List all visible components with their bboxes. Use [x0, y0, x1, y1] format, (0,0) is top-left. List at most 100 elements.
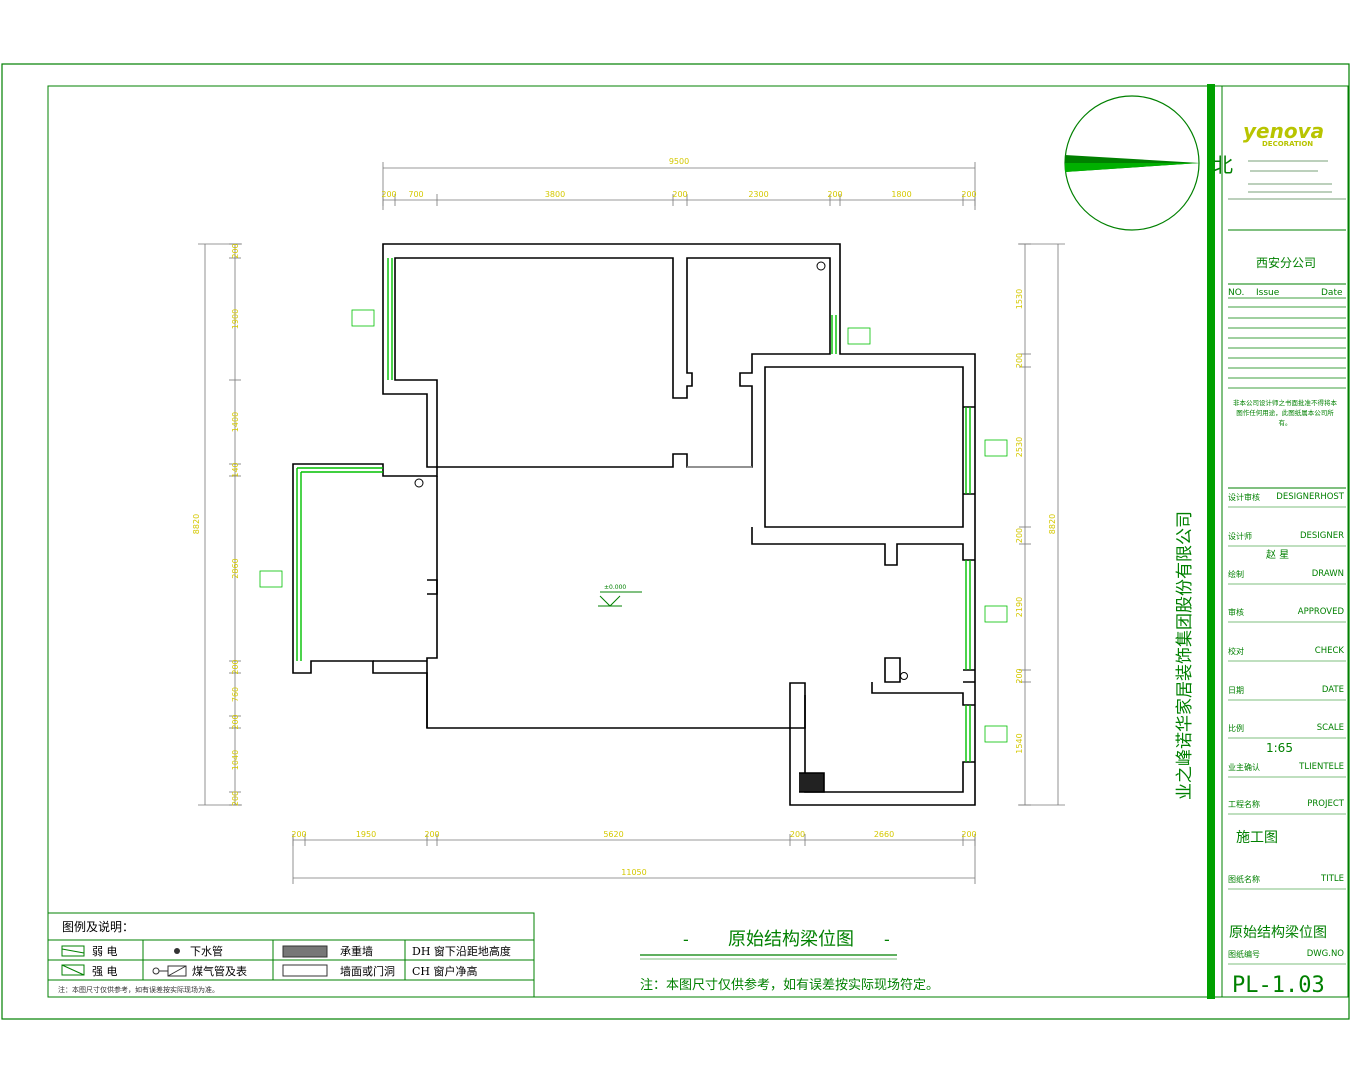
dimension-left-label: 1400	[231, 412, 240, 432]
title-block-label-cn: 图纸编号	[1228, 949, 1260, 959]
drain-pipe-symbol	[900, 672, 908, 680]
dimension-top-total: 9500	[669, 157, 689, 166]
dimension-left-label: 200	[231, 791, 240, 806]
drawing-note: 注：本图尺寸仅供参考，如有误差按实际现场符定。	[640, 977, 939, 993]
title-block-label-en: SCALE	[1317, 723, 1344, 733]
legend-box	[47, 912, 535, 998]
dimension-right-label: 1530	[1015, 289, 1024, 309]
title-block-label-cn: 工程名称	[1228, 799, 1260, 809]
legend-ch: CH 窗户净高	[412, 964, 478, 978]
weak-current-symbol	[61, 945, 85, 957]
legend-weak-current: 弱 电	[92, 945, 118, 958]
logo-address-lines	[1228, 160, 1346, 200]
dimension-right-label: 2530	[1015, 437, 1024, 457]
dimension-top-label: 700	[408, 190, 423, 199]
dimension-left-total: 8820	[192, 514, 201, 534]
dimension-bottom-label: 200	[961, 830, 976, 839]
dimension-left-label: 140	[231, 462, 240, 477]
dimension-top-label: 200	[381, 190, 396, 199]
dimension-ticks	[229, 194, 1031, 846]
dimension-top-label: 200	[827, 190, 842, 199]
title-block-value: 施工图	[1236, 830, 1278, 846]
gas-pipe-symbol	[152, 965, 187, 977]
dimension-top-label: 1800	[891, 190, 911, 199]
title-block-label-cn: 设计审核	[1228, 492, 1260, 502]
dimension-top-label: 200	[961, 190, 976, 199]
notice-text: 非本公司设计师之书面批准不得将本图作任何用途，此图纸属本公司所有。	[1233, 399, 1337, 427]
dimension-bottom-label: 200	[424, 830, 439, 839]
title-block-label-cn: 业主确认	[1228, 762, 1260, 772]
title-block-value: 1:65	[1266, 741, 1293, 755]
title-block-label-en: TLIENTELE	[1298, 762, 1344, 772]
dimension-right-label: 1540	[1015, 733, 1024, 753]
title-dash-left: -	[683, 930, 689, 949]
drawing-title: 原始结构梁位图	[728, 929, 854, 950]
strong-current-symbol	[61, 964, 85, 976]
wall-opening-symbol	[282, 964, 328, 977]
title-block-label-en: TITLE	[1320, 874, 1344, 884]
notice-box: 非本公司设计师之书面批准不得将本图作任何用途，此图纸属本公司所有。	[1233, 399, 1337, 427]
revision-issue-header: Issue	[1256, 288, 1280, 298]
dimension-lines	[198, 162, 1065, 884]
revision-rows	[1228, 297, 1346, 389]
dimension-left-label: 200	[231, 659, 240, 674]
level-mark	[598, 591, 642, 607]
dimension-bottom-label: 5620	[603, 830, 623, 839]
legend-footnote: 注：本图尺寸仅供参考，如有误差按实际现场为准。	[58, 985, 219, 994]
drain-pipe-symbol	[174, 948, 180, 954]
legend-title: 图例及说明：	[62, 919, 134, 934]
title-block-label-en: PROJECT	[1307, 799, 1345, 809]
revision-date-header: Date	[1321, 288, 1343, 298]
exterior-wall	[292, 243, 976, 806]
dimension-right-label: 2190	[1015, 597, 1024, 617]
branch-name: 西安分公司	[1256, 255, 1316, 270]
drain-pipe-symbol	[414, 478, 424, 488]
dimension-bottom-label: 200	[790, 830, 805, 839]
window-tags	[259, 309, 1008, 743]
legend-bearing-wall: 承重墙	[340, 944, 373, 958]
legend-wall-opening: 墙面或门洞	[340, 964, 395, 978]
legend-drain-pipe: 下水管	[190, 944, 223, 958]
company-logo: yenova	[1243, 119, 1324, 143]
title-block-label-en: DWG.NO	[1307, 949, 1345, 959]
title-block-label-en: DRAWN	[1312, 569, 1344, 579]
revision-no-header: NO.	[1228, 288, 1244, 298]
title-block-value: PL-1.03	[1232, 973, 1325, 998]
title-block-label-cn: 图纸名称	[1228, 874, 1260, 884]
title-block-label-en: DATE	[1322, 685, 1344, 695]
dimension-right-total: 8820	[1048, 514, 1057, 534]
legend-dh: DH 窗下沿距地高度	[412, 944, 511, 958]
dimension-right-label: 200	[1015, 353, 1024, 368]
title-block-label-en: DESIGNER	[1300, 531, 1344, 541]
title-block-label-en: DESIGNERHOST	[1276, 492, 1345, 502]
company-logo-sub: DECORATION	[1262, 140, 1313, 148]
interior-walls	[373, 366, 975, 793]
dimension-right-label: 200	[1015, 668, 1024, 683]
bearing-wall-hatch	[282, 945, 328, 958]
dimension-left-label: 2860	[231, 558, 240, 578]
dimension-bottom-label: 1950	[356, 830, 376, 839]
dimension-bottom-label: 2660	[874, 830, 894, 839]
title-block-label-cn: 校对	[1228, 646, 1244, 656]
legend-strong-current: 强 电	[92, 965, 118, 978]
title-block-label-en: APPROVED	[1298, 607, 1345, 617]
outer-frame	[1, 63, 1350, 1020]
level-mark-label: ±0.000	[604, 584, 626, 591]
title-block-bar	[1207, 84, 1215, 999]
dimension-left-label: 1900	[231, 309, 240, 329]
drain-pipe-symbol	[816, 261, 826, 271]
title-block-label-cn: 比例	[1228, 723, 1244, 733]
north-arrow	[1064, 95, 1200, 231]
windows	[296, 258, 971, 762]
title-block-value: 赵 星	[1266, 548, 1289, 561]
dimension-left-label: 200	[231, 714, 240, 729]
title-block-label-cn: 审核	[1228, 607, 1244, 617]
dimension-top-label: 200	[672, 190, 687, 199]
dimension-left-label: 200	[231, 243, 240, 258]
dimension-left-label: 1040	[231, 750, 240, 770]
title-dash-right: -	[884, 930, 890, 949]
north-label: 北	[1213, 153, 1233, 177]
company-vertical-name: 业之峰诺华家居装饰集团股份有限公司	[1175, 511, 1195, 800]
